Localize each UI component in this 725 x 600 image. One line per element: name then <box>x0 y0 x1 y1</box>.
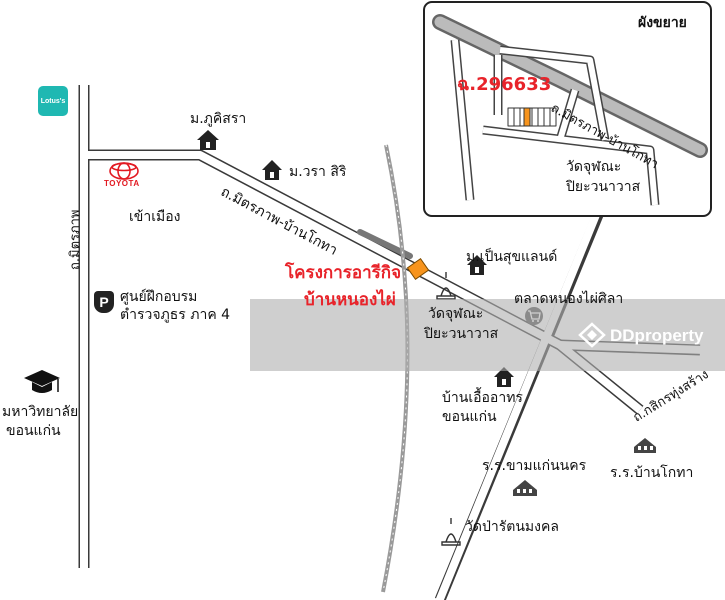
baan-eua-1: บ้านเอื้ออาทร <box>442 390 523 406</box>
project-name-1: โครงการอารีกิจ <box>285 263 402 283</box>
market-label: ตลาดหนองไผ่ศิลา <box>514 291 624 307</box>
university-2: ขอนแก่น <box>6 423 61 439</box>
watermark-text: DDproperty <box>610 326 704 345</box>
graduation-cap-icon <box>24 370 60 393</box>
inset-temple-label-1: วัดจุฬณะ <box>566 159 622 175</box>
village-phukhisa: ม.ภูคิสรา <box>190 111 247 127</box>
watermark-band <box>250 299 725 371</box>
lotus-logo-icon: Lotus's <box>38 86 68 116</box>
toyota-logo-text: TOYOTA <box>104 179 140 188</box>
project-name-2: บ้านหนองไผ่ <box>304 290 396 310</box>
village-pen: ม.เป็นสุขแลนด์ <box>466 249 558 265</box>
inset-title: ผังขยาย <box>638 15 687 31</box>
project-plot <box>406 257 430 281</box>
inset-temple-label-2: ปิยะวนาวาส <box>566 179 641 195</box>
khao-mueang: เข้าเมือง <box>129 209 181 225</box>
temple-label-1: วัดจุฬณะ <box>428 306 484 322</box>
parking-icon: P <box>94 291 114 313</box>
training-center-2: ตำรวจภูธร ภาค 4 <box>120 307 231 323</box>
road-label-left: ถ.มิตรภาพ <box>68 209 83 270</box>
baan-eua-2: ขอนแก่น <box>442 409 497 425</box>
school-kham: ร.ร.ขามแก่นนคร <box>482 458 587 474</box>
university-1: มหาวิทยาลัย <box>2 404 79 420</box>
school-kotha: ร.ร.บ้านโกทา <box>610 465 694 481</box>
village-wara: ม.วรา สิริ <box>289 164 347 180</box>
house-icon <box>197 130 514 387</box>
inset-plot-number: ฉ.296633 <box>457 74 552 95</box>
training-center-1: ศูนย์ฝึกอบรม <box>120 289 198 305</box>
inset-roads <box>432 14 708 206</box>
temple-rattana: วัดป่ารัตนมงคล <box>465 519 559 535</box>
school-icon <box>513 438 656 496</box>
watermark-logo-icon <box>578 322 606 348</box>
temple-label-2: ปิยะวนาวาส <box>424 326 499 342</box>
toyota-logo-icon <box>109 162 139 180</box>
